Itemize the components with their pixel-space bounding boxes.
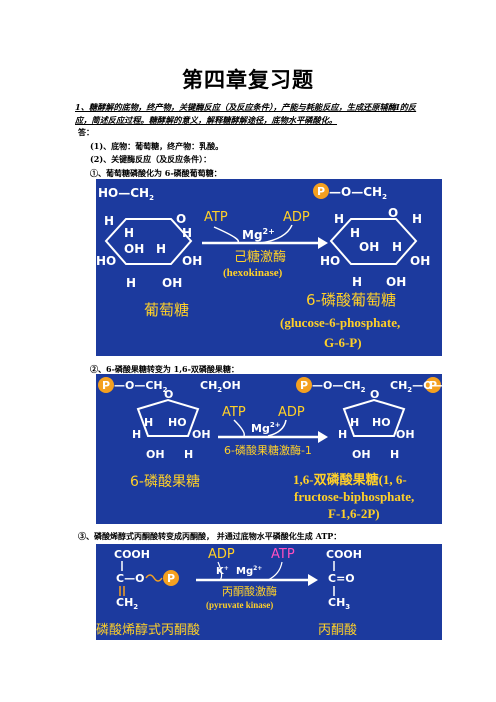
atom-h: H	[132, 428, 141, 441]
f6p-ch2oh: CH2OH	[200, 379, 241, 394]
phosphate-icon	[313, 183, 329, 199]
atom-ho: HO	[96, 254, 116, 268]
atom-ho: HO	[168, 416, 187, 429]
phosphate-label: P	[102, 379, 110, 392]
atom-ho: HO	[320, 254, 340, 268]
mg-label: Mg2+	[242, 227, 275, 242]
f6p-name: 6-磷酸果糖	[130, 474, 200, 490]
atom-h: H	[390, 448, 399, 461]
enzyme-name-en: (pyruvate kinase)	[206, 600, 273, 610]
f16bp-ch2-left: —O—CH2	[312, 379, 366, 394]
atom-oh: OH	[396, 428, 415, 441]
answer-label: 答：	[78, 127, 94, 137]
g6p-ch2: —O—CH2	[329, 185, 387, 201]
pep-ch2: CH2	[116, 596, 138, 611]
f16bp-name-cn: 1,6-双磷酸果糖(1, 6-	[293, 472, 407, 487]
atom-oh: OH	[386, 275, 406, 289]
atp-label: ATP	[222, 405, 246, 420]
atp-label: ATP	[271, 547, 295, 562]
atom-oh: OH	[359, 240, 379, 254]
phosphate-label: P	[167, 572, 175, 585]
enzyme-name-cn: 己糖激酶	[234, 249, 286, 265]
f16bp-ch2-right: CH2—O—	[390, 379, 442, 394]
atom-oh: OH	[162, 276, 182, 290]
adp-label: ADP	[278, 405, 305, 420]
atom-h: H	[104, 214, 114, 228]
pep-c-o: C—O	[116, 572, 144, 585]
atom-h: H	[412, 212, 422, 226]
atom-oh: OH	[192, 428, 211, 441]
phosphate-label: P	[429, 379, 437, 392]
slide-pyruvate-kinase: COOH C—O CH2 P ADP ATP K+ Mg2+ 丙酮酸激酶 (py…	[96, 544, 442, 640]
slide-hexokinase: HO—CH2 O H H H OH H HO OH H OH P —O—CH2 …	[96, 179, 442, 356]
atp-label: ATP	[204, 210, 228, 225]
mg-label: Mg2+	[251, 421, 281, 435]
f6p-ch2: —O—CH2	[114, 379, 168, 394]
atom-oh: OH	[182, 254, 202, 268]
pyruvate-cooh: COOH	[326, 548, 362, 561]
pyruvate-co: C=O	[328, 572, 355, 585]
atom-h: H	[184, 448, 193, 461]
atom-ho: HO	[372, 416, 391, 429]
atom-h: H	[126, 276, 136, 290]
atom-oh: OH	[352, 448, 371, 461]
atom-h: H	[350, 226, 360, 240]
enzyme-name: 6-磷酸果糖激酶-1	[224, 443, 312, 457]
phosphate-icon	[163, 570, 179, 586]
step1-text: ①、葡萄糖磷酸化为 6-磷酸葡萄糖：	[90, 168, 222, 178]
pyruvate-ch3: CH3	[328, 596, 350, 611]
step3-text: ③、磷酸烯醇式丙酮酸转变成丙酮酸， 并通过底物水平磷酸化生成 ATP：	[78, 531, 342, 541]
g6p-name-cn: 6-磷酸葡萄糖	[306, 291, 396, 309]
atom-h: H	[392, 240, 402, 254]
phosphate-icon	[425, 377, 441, 393]
ring-o: O	[176, 212, 186, 226]
phosphate-icon	[98, 377, 114, 393]
ring-o: O	[164, 388, 173, 401]
pyruvate-name: 丙酮酸	[318, 623, 357, 638]
item-substrate: (1)、底物：葡萄糖，终产物：乳酸。	[90, 141, 224, 151]
atom-oh: OH	[124, 242, 144, 256]
enzyme-name-en: (hexokinase)	[223, 267, 283, 279]
enzyme-name-cn: 丙酮酸激酶	[222, 584, 277, 598]
ring-o: O	[370, 388, 379, 401]
atom-h: H	[124, 226, 134, 240]
atom-h: H	[334, 212, 344, 226]
phosphate-icon	[296, 377, 312, 393]
g6p-name-en: (glucose-6-phosphate,	[280, 315, 400, 330]
atom-h: H	[182, 226, 192, 240]
ring-o: O	[388, 206, 398, 220]
atom-oh: OH	[146, 448, 165, 461]
step2-text: ②、6-磷酸果糖转变为 1,6-双磷酸果糖：	[90, 364, 239, 374]
k-label: K+	[216, 565, 229, 577]
adp-label: ADP	[283, 210, 310, 225]
atom-h: H	[352, 275, 362, 289]
pep-name: 磷酸烯醇式丙酮酸	[96, 622, 200, 638]
atom-h: H	[144, 416, 153, 429]
f16bp-name-en: fructose-biphosphate,	[294, 489, 414, 504]
glucose-ch2oh: HO—CH2	[98, 186, 154, 202]
phosphate-label: P	[317, 185, 325, 198]
question-text: 1、糖酵解的底物，终产物，关键酶反应（及反应条件），产能与耗能反应，生成还原辅酶…	[75, 102, 417, 125]
atom-h: H	[350, 416, 359, 429]
atom-oh: OH	[410, 254, 430, 268]
item-key-enzyme: (2)、关键酶反应（及反应条件）：	[90, 154, 212, 164]
glucose-name: 葡萄糖	[144, 301, 189, 319]
g6p-abbrev: G-6-P)	[324, 335, 362, 350]
slide-pfk1: P —O—CH2 CH2OH O H HO H OH OH H P P —O—C…	[96, 374, 442, 524]
adp-label: ADP	[208, 547, 235, 562]
pep-cooh: COOH	[114, 548, 150, 561]
phosphate-label: P	[300, 379, 308, 392]
atom-h: H	[338, 428, 347, 441]
f16bp-abbrev: F-1,6-2P)	[328, 506, 380, 521]
atom-h: H	[156, 242, 166, 256]
mg-label: Mg2+	[236, 565, 262, 577]
page-title: 第四章复习题	[182, 67, 314, 92]
